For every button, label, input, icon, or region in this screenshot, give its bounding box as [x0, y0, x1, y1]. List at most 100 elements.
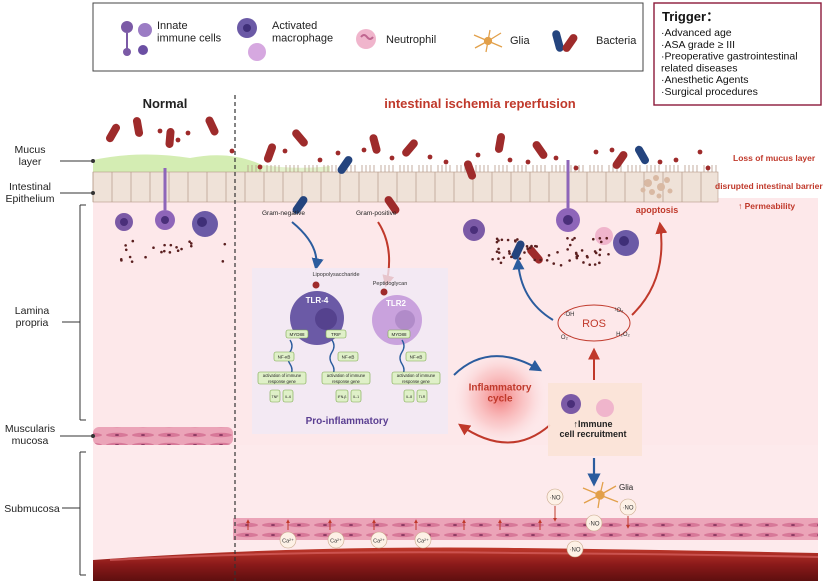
cytokine-dot — [574, 251, 578, 255]
bacterium — [402, 139, 418, 157]
bacterial-debris — [389, 155, 395, 161]
cytokine-dot — [552, 262, 556, 265]
cytokine-dot — [556, 250, 559, 254]
vessel-highlight — [109, 551, 819, 561]
ros-label: ROS — [582, 318, 606, 330]
mucus-layer-damaged — [262, 165, 330, 172]
lps-molecule — [312, 281, 320, 289]
layer-brackets — [60, 160, 93, 576]
iir-macrophage — [613, 230, 639, 256]
label-submucosa: Submucosa — [4, 503, 60, 515]
cytokine-dot — [175, 245, 178, 249]
cytokine-dot — [497, 257, 500, 261]
calcium-ions: Ca²⁺Ca²⁺Ca²⁺Ca²⁺ — [246, 519, 542, 549]
inflammatory-glow — [452, 350, 548, 446]
bacterium — [463, 160, 477, 180]
cytokine-dot — [571, 238, 574, 242]
calcium-bubble — [327, 531, 345, 549]
legend-macrophage-icon — [237, 18, 266, 61]
bacterium — [106, 123, 120, 143]
cytokine-dot — [189, 244, 193, 248]
bacterium — [635, 145, 649, 165]
bacterial-debris — [705, 165, 711, 171]
bacterium — [511, 240, 525, 260]
cytokine-dot — [588, 263, 592, 267]
bacteria-cluster — [106, 116, 711, 264]
trif-box-text: TRIF — [331, 332, 341, 337]
cytokine-dot — [545, 258, 549, 262]
cytokine-dot — [128, 255, 132, 259]
cytokine-dot — [221, 260, 225, 263]
trigger-list: ·Advanced age·ASA grade ≥ III·Preoperati… — [661, 27, 798, 98]
cytokine-tlr — [416, 389, 428, 403]
cytokine-dot — [568, 259, 571, 262]
no-bubble — [619, 498, 637, 516]
cytokine-dot — [582, 261, 585, 264]
calcium-bubble — [279, 531, 297, 549]
cytokine-dot — [491, 257, 494, 261]
trigger-item: ·Preoperative gastrointestinal — [661, 51, 798, 63]
cytokine-dot — [598, 261, 601, 265]
activation-box-1 — [257, 371, 307, 385]
label-permeability: ↑ Permeability — [738, 201, 795, 211]
myd88-box-tlr2 — [387, 329, 411, 339]
bacterium — [292, 129, 308, 147]
bacterium — [292, 196, 308, 214]
no-bubble — [566, 540, 584, 558]
label-loss-mucus: Loss of mucus layer — [733, 153, 816, 163]
cytokine-dot — [497, 247, 500, 251]
myd88-box-tlr4 — [285, 329, 309, 339]
no-label: ·NO — [570, 548, 581, 554]
cytokine-il1 — [350, 389, 362, 403]
label-pro-inflammatory: Pro-inflammatory — [306, 416, 389, 427]
cytokine-dot — [599, 240, 603, 244]
cytokine-il6 — [282, 389, 294, 403]
bacterium — [612, 151, 628, 169]
cycle-arrow-bottom — [458, 423, 551, 444]
bacterial-debris — [573, 165, 579, 171]
trigger-item: ·ASA grade ≥ III — [661, 39, 735, 51]
ros-o2: O₂⁻ — [561, 335, 571, 341]
dna-strand — [399, 339, 405, 377]
cytokine-dot — [598, 253, 601, 257]
cytokine-dot — [533, 258, 537, 262]
bacterial-debris — [507, 157, 513, 163]
normal-dendritic-cell — [155, 168, 175, 230]
cytokine-il8 — [403, 389, 415, 403]
cytokine-dot — [526, 247, 529, 251]
cytokine-dot — [500, 238, 504, 242]
layer-dots — [91, 159, 95, 438]
cytokine-dot — [593, 263, 597, 266]
legend-glia-icon — [473, 29, 503, 53]
cycle-arrow-top — [453, 355, 543, 376]
iir-cytokine-dots — [491, 236, 610, 267]
bacterial-debris — [593, 149, 599, 155]
heading-iir: intestinal ischemia reperfusion — [384, 96, 576, 111]
cytokine-dot — [585, 254, 589, 258]
cytokine-dot — [502, 256, 506, 259]
cytokine-dot — [152, 246, 155, 250]
no-label: ·NO — [589, 522, 600, 528]
cytokine-dot — [514, 240, 517, 243]
cytokine-dot — [188, 240, 191, 243]
gram-negative-arrow — [291, 221, 324, 271]
cytokine-dot — [539, 258, 542, 262]
epithelium-band — [92, 171, 719, 203]
cytokine-dot — [130, 260, 134, 263]
iir-neutrophil — [595, 227, 613, 245]
bacterial-debris — [553, 155, 559, 161]
bacterium — [165, 128, 175, 148]
cytokine-dot — [573, 236, 576, 240]
cytokine-il1-text: IL-1 — [353, 395, 359, 399]
cytokine-dot — [547, 254, 551, 257]
bacterial-debris — [657, 159, 663, 165]
tlr4-label: TLR-4 — [306, 296, 329, 305]
no-bubble — [546, 488, 564, 506]
bacterial-debris — [157, 128, 163, 134]
trigger-item: ·Surgical procedures — [661, 86, 758, 98]
bacterial-debris — [609, 147, 615, 153]
